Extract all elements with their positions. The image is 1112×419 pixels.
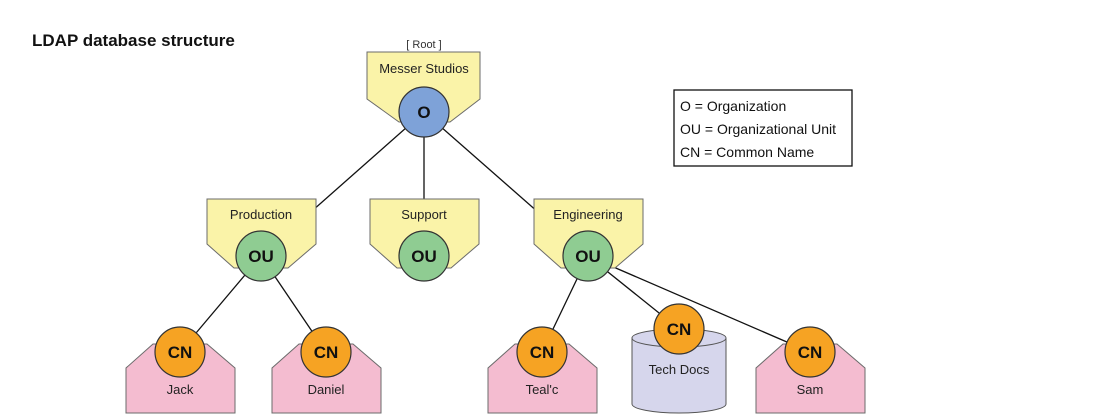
edge-engineering-sam	[587, 255, 811, 353]
cn-circle-text: CN	[314, 343, 339, 362]
ou-circle-text: OU	[248, 247, 274, 266]
ou-circle	[562, 230, 614, 282]
cn-circle-text: CN	[168, 343, 193, 362]
ou-circle-text: OU	[575, 247, 601, 266]
legend-item: O = Organization	[680, 98, 786, 114]
ou-circle-text: OU	[411, 247, 437, 266]
cn-node-jack: CN Jack	[125, 326, 236, 414]
cn-circle	[784, 326, 836, 378]
legend-box	[673, 89, 853, 167]
ou-node-production: Production OU	[206, 198, 317, 282]
cn-node-tealc: CN Teal'c	[487, 326, 598, 414]
cn-circle	[300, 326, 352, 378]
cn-label: Teal'c	[526, 382, 559, 397]
cn-label: Jack	[167, 382, 194, 397]
root-node: [ Root ] Messer Studios O	[366, 39, 481, 138]
cn-label-box	[755, 343, 866, 414]
database-cylinder-icon	[631, 338, 727, 414]
cn-circle	[154, 326, 206, 378]
cn-label-box	[271, 343, 382, 414]
cn-node-techdocs: CN Tech Docs	[631, 303, 727, 414]
cn-label: Daniel	[308, 382, 345, 397]
ou-node-engineering: Engineering OU	[533, 198, 644, 282]
cn-circle-text: CN	[530, 343, 555, 362]
cn-circle-text: CN	[667, 320, 692, 339]
cn-label: Sam	[797, 382, 824, 397]
root-label: Messer Studios	[379, 61, 469, 76]
ou-circle	[398, 230, 450, 282]
cn-circle-text: CN	[798, 343, 823, 362]
ou-circle	[235, 230, 287, 282]
legend-item: OU = Organizational Unit	[680, 121, 836, 137]
ou-node-support: Support OU	[369, 198, 480, 282]
root-tag: [ Root ]	[406, 39, 441, 51]
cn-label-box	[125, 343, 236, 414]
cn-node-sam: CN Sam	[755, 326, 866, 414]
cn-node-daniel: CN Daniel	[271, 326, 382, 414]
ou-label: Engineering	[553, 207, 622, 222]
legend: O = Organization OU = Organizational Uni…	[673, 89, 853, 167]
cn-circle	[516, 326, 568, 378]
cn-label: Tech Docs	[649, 362, 710, 377]
org-circle-text: O	[417, 103, 430, 122]
org-circle	[398, 86, 450, 138]
diagram-title: LDAP database structure	[32, 31, 235, 50]
legend-item: CN = Common Name	[680, 144, 814, 160]
cn-circle	[653, 303, 705, 355]
ou-label: Production	[230, 207, 292, 222]
ou-label: Support	[401, 207, 447, 222]
cn-label-box	[487, 343, 598, 414]
